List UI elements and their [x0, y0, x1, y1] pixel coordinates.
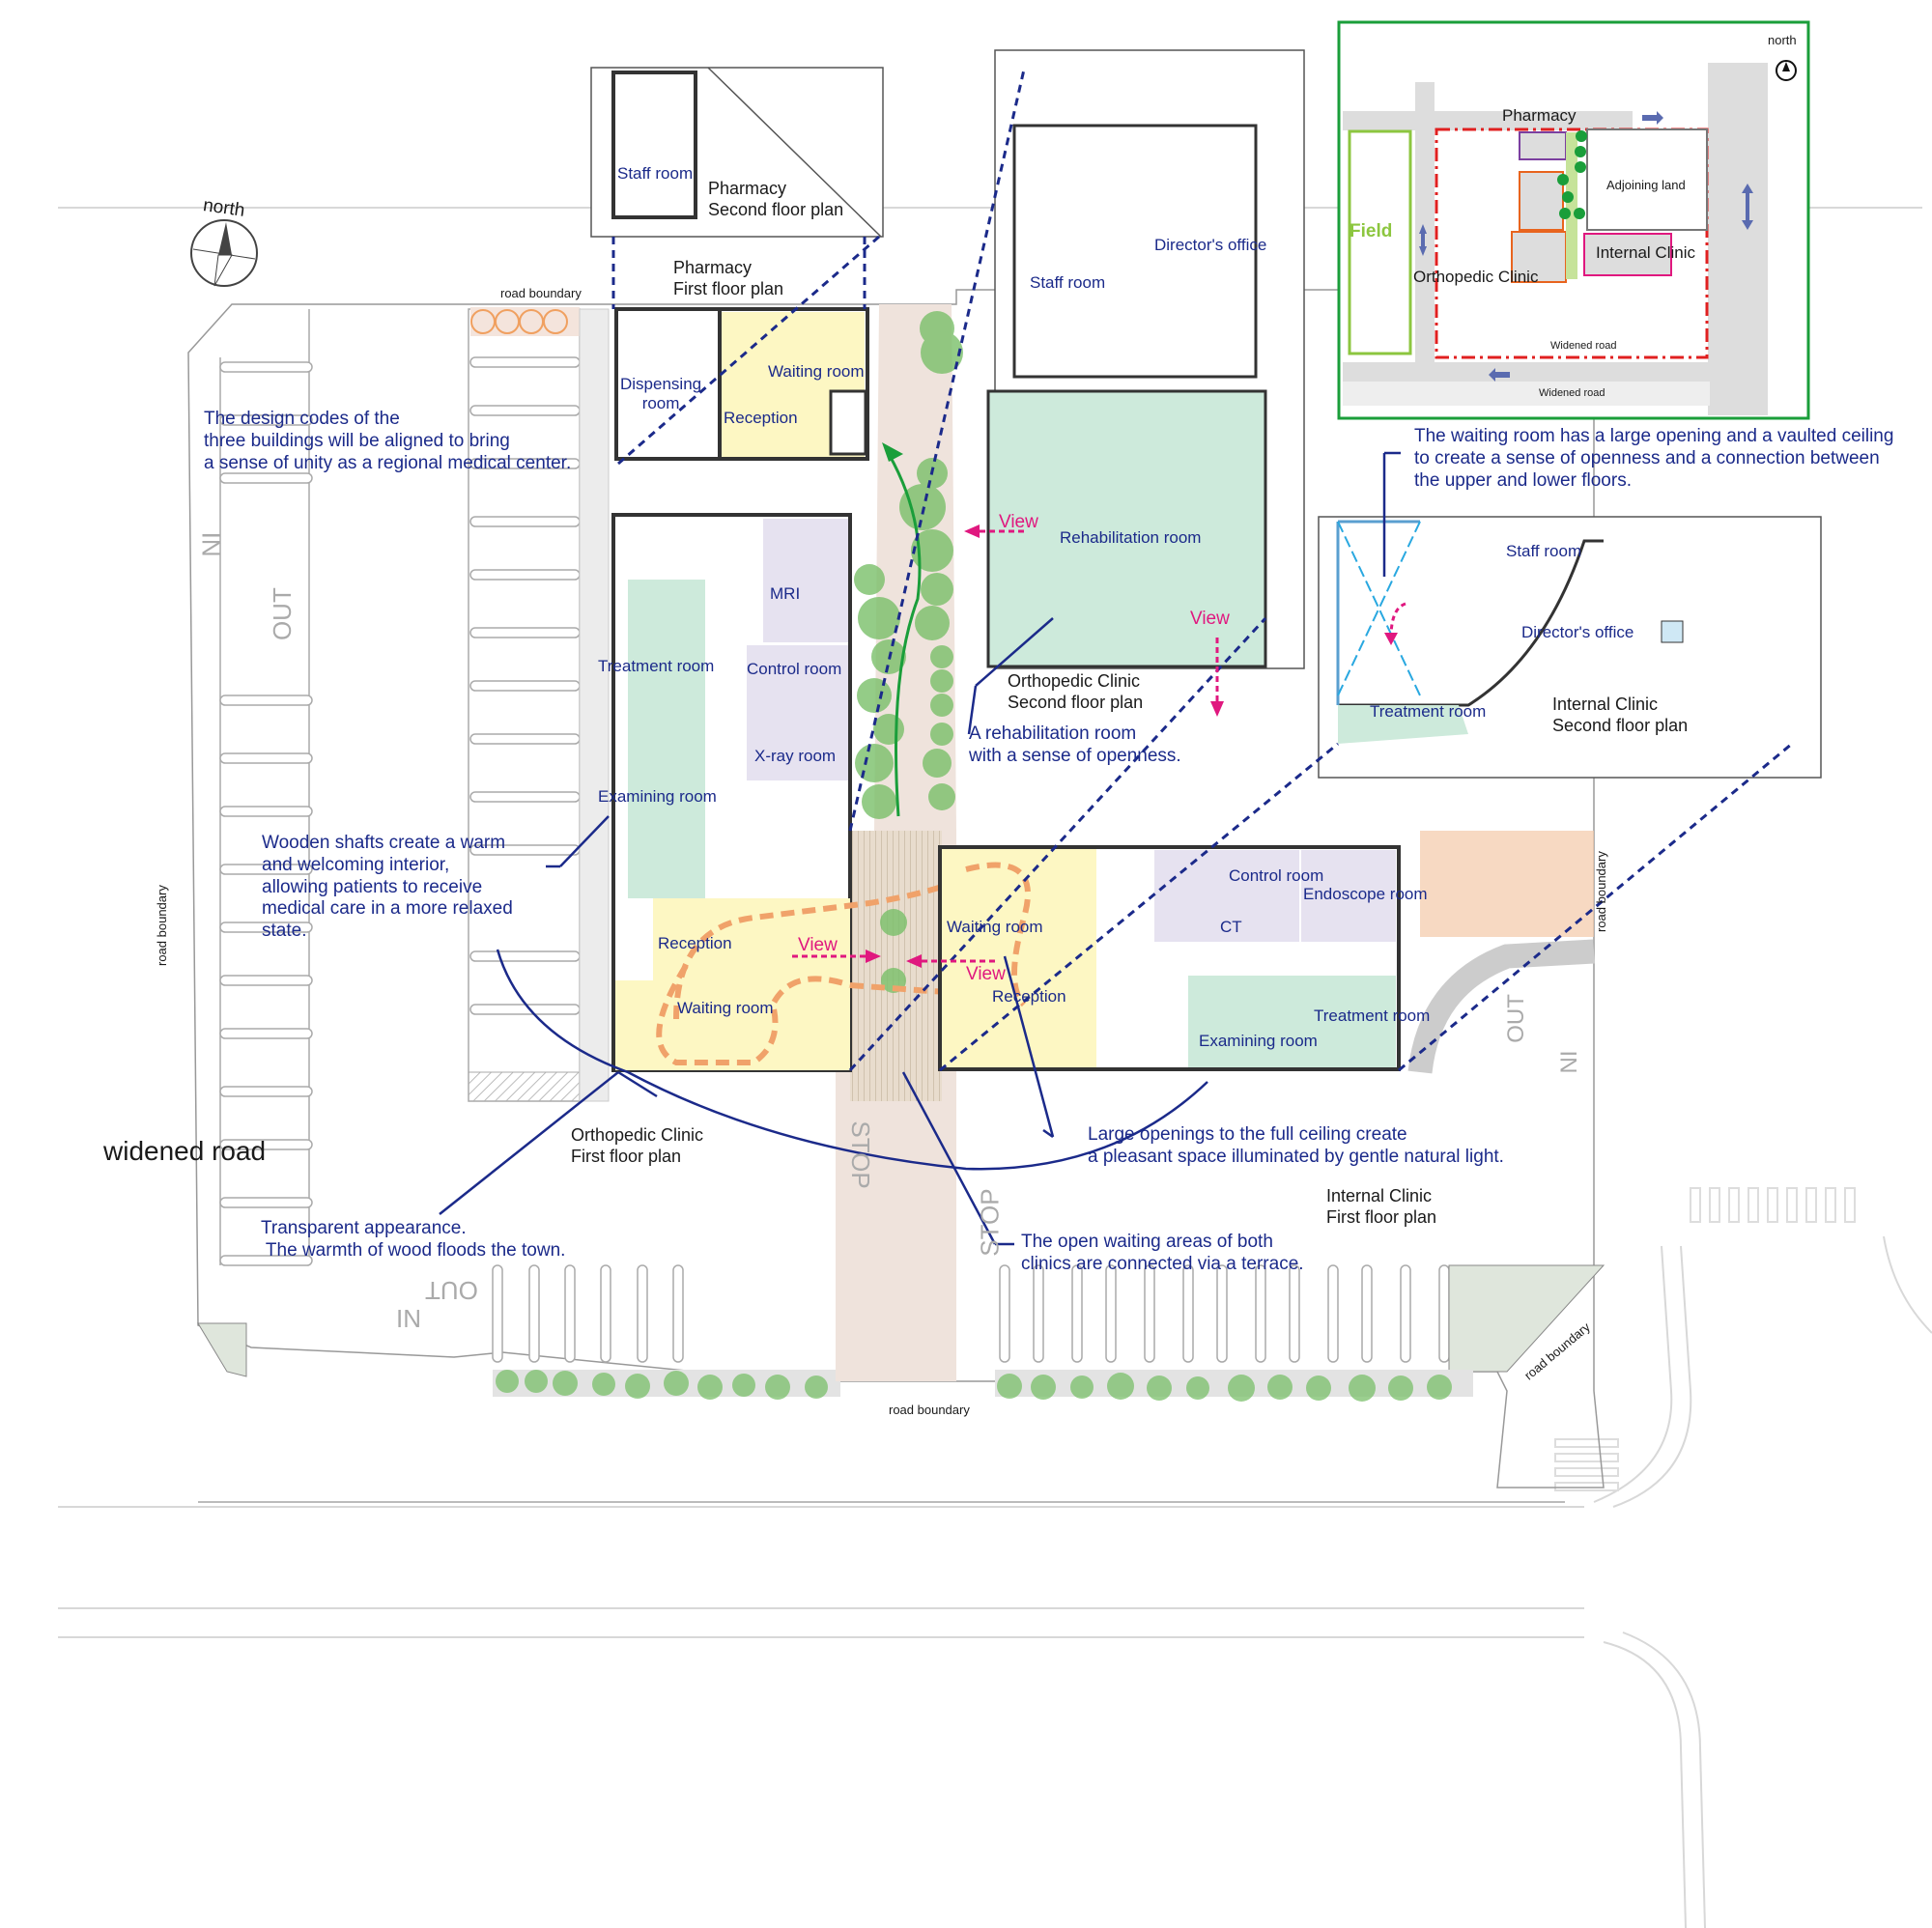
view-label: View	[966, 964, 1006, 984]
internal-first-floor-title: Internal Clinic First floor plan	[1326, 1186, 1437, 1227]
annotation-rehabilitation-room: A rehabilitation room with a sense of op…	[969, 723, 1181, 766]
annotation-design-codes: The design codes of the three buildings …	[204, 409, 572, 473]
annotation-wooden-shafts: Wooden shafts create a warm and welcomin…	[262, 833, 513, 942]
parking-out-marking: OUT	[267, 587, 297, 641]
parking-out-marking: OUT	[1502, 994, 1529, 1043]
room-label-reception: Reception	[992, 987, 1066, 1006]
pharmacy-second-floor-title: Pharmacy Second floor plan	[708, 179, 844, 219]
room-label-treatment: Treatment room	[1314, 1007, 1431, 1025]
parking-in-marking: IN	[396, 1304, 421, 1333]
room-label-reception: Reception	[658, 934, 732, 952]
room-label-treatment: Treatment room	[598, 657, 715, 675]
annotation-vaulted-ceiling: The waiting room has a large opening and…	[1414, 426, 1894, 491]
keymap-pharmacy-label: Pharmacy	[1502, 106, 1577, 125]
road-boundary-label: road boundary	[500, 286, 582, 300]
keymap-north-label: north	[1768, 33, 1797, 47]
room-label-control: Control room	[747, 660, 842, 678]
parking-in-marking: IN	[196, 531, 226, 557]
road-boundary-label: road boundary	[155, 885, 169, 966]
room-label-ct: CT	[1220, 918, 1242, 936]
annotation-transparent-appearance: Transparent appearance. The warmth of wo…	[261, 1218, 566, 1261]
room-label-examining: Examining room	[598, 787, 717, 806]
room-label-directors-office: Director's office	[1521, 623, 1634, 641]
pharmacy-first-floor-title: Pharmacy First floor plan	[673, 258, 784, 298]
annotation-terrace: The open waiting areas of both clinics a…	[1021, 1232, 1304, 1274]
room-label-directors-office: Director's office	[1154, 236, 1267, 254]
ortho-first-floor-title: Orthopedic Clinic First floor plan	[571, 1125, 704, 1166]
view-label: View	[999, 512, 1038, 532]
annotation-large-openings: Large openings to the full ceiling creat…	[1088, 1124, 1504, 1167]
parking-in-marking: IN	[1554, 1050, 1581, 1074]
keymap-field-label: Field	[1350, 221, 1393, 241]
keymap-adjoining-land-label: Adjoining land	[1606, 178, 1686, 192]
road-boundary-label: road boundary	[889, 1403, 970, 1417]
room-label-mri: MRI	[770, 584, 801, 603]
ortho-second-floor-title: Orthopedic Clinic Second floor plan	[1008, 671, 1144, 712]
room-label-waiting: Waiting room	[768, 362, 865, 381]
room-label-reception: Reception	[724, 409, 798, 427]
keymap-internal-clinic-label: Internal Clinic	[1596, 243, 1695, 262]
room-label-examining: Examining room	[1199, 1032, 1318, 1050]
room-label-staff: Staff room	[1506, 542, 1582, 560]
widened-road-label: widened road	[103, 1136, 267, 1166]
keymap-orthopedic-clinic-label: Orthopedic Clinic	[1413, 268, 1539, 286]
room-label-dispensing: Dispensing room	[620, 375, 702, 413]
room-label-control: Control room	[1229, 866, 1324, 885]
parking-out-marking: OUT	[425, 1276, 478, 1306]
stop-marking: STOP	[975, 1188, 1005, 1257]
keymap-widened-road-label: Widened road	[1550, 340, 1617, 352]
room-label-endoscope: Endoscope room	[1303, 885, 1428, 903]
view-label: View	[798, 935, 838, 955]
view-label: View	[1190, 609, 1230, 629]
room-label-waiting: Waiting room	[677, 999, 774, 1017]
internal-second-floor-title: Internal Clinic Second floor plan	[1552, 695, 1689, 735]
room-label-staff: Staff room	[617, 164, 694, 183]
room-label-rehabilitation: Rehabilitation room	[1060, 528, 1202, 547]
room-label-staff: Staff room	[1030, 273, 1106, 292]
room-label-treatment: Treatment room	[1370, 702, 1487, 721]
keymap-widened-road-label: Widened road	[1539, 387, 1605, 399]
north-arrow-compass-icon	[190, 219, 258, 287]
stop-marking: STOP	[845, 1120, 875, 1189]
road-boundary-label: road boundary	[1594, 851, 1608, 932]
room-label-waiting: Waiting room	[947, 918, 1043, 936]
room-label-xray: X-ray room	[754, 747, 837, 765]
